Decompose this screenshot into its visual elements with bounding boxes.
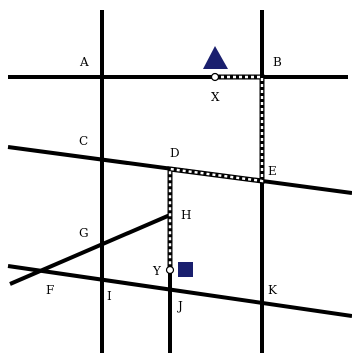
label-d: D xyxy=(170,146,180,160)
label-a: A xyxy=(79,55,89,69)
label-k: K xyxy=(268,283,278,297)
route-start-marker-x xyxy=(210,72,220,82)
square-marker-icon xyxy=(178,262,193,277)
triangle-marker-icon xyxy=(203,46,228,69)
label-x: X xyxy=(211,90,220,104)
label-f: F xyxy=(46,283,54,297)
highlighted-route xyxy=(167,74,265,272)
label-c: C xyxy=(79,134,88,148)
road-bottom-diagonal xyxy=(7,264,352,318)
route-end-marker-y xyxy=(165,265,175,275)
label-y: Y xyxy=(152,264,162,278)
label-h: H xyxy=(181,208,191,222)
label-g: G xyxy=(79,226,89,240)
road-branch-g-h xyxy=(9,213,171,286)
label-b: B xyxy=(273,55,282,69)
label-i: I xyxy=(107,289,112,303)
label-j: J xyxy=(176,299,183,313)
label-e: E xyxy=(268,164,277,178)
